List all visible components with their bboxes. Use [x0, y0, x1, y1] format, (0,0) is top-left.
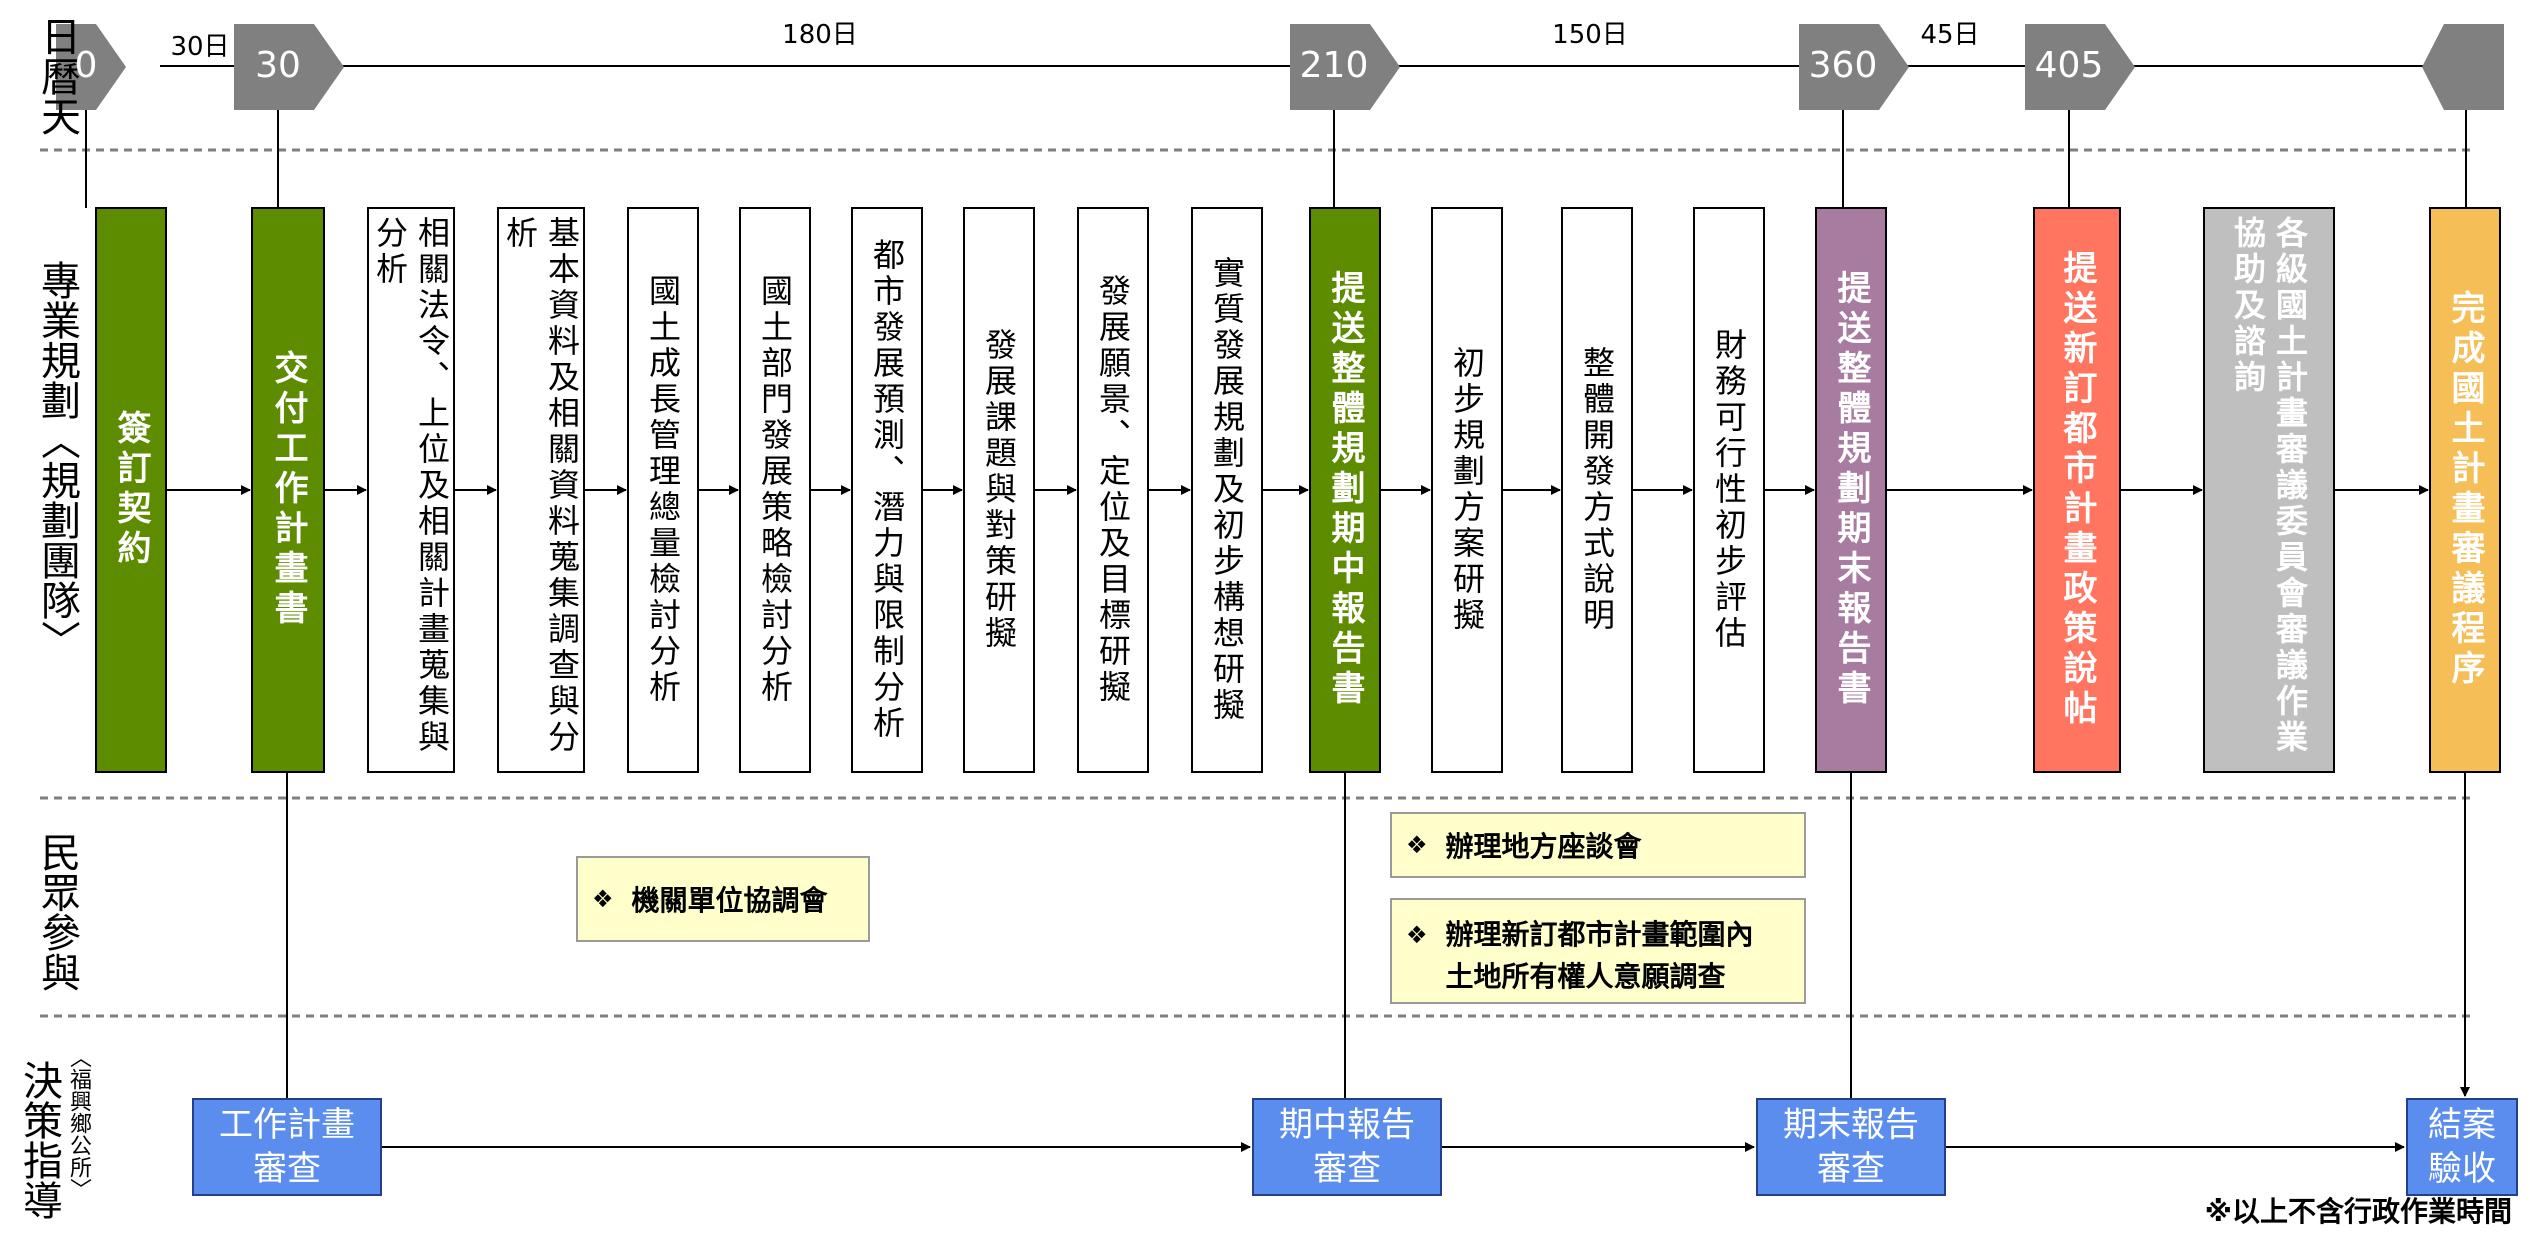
task-box — [497, 207, 585, 773]
span-180: 180日 — [782, 20, 858, 50]
task-box — [1191, 207, 1263, 773]
task-box — [2033, 207, 2121, 773]
task-label-text: 基本資料及相關資料蒐集調查與分析 — [501, 216, 581, 756]
task-label: 實質發展規劃及初步構想研擬 — [1192, 214, 1262, 766]
row-label-decision: 決策指導 — [16, 1060, 62, 1220]
task-label: 交付工作計畫書 — [252, 214, 324, 766]
task-label-text: 相關法令、上位及相關計畫蒐集與分析 — [371, 216, 451, 756]
diamond-bullet-icon: ❖ — [592, 885, 614, 913]
task-label: 國土部門發展策略檢討分析 — [740, 214, 810, 766]
task-box — [739, 207, 811, 773]
task-label: 完成國土計畫審議程序 — [2430, 214, 2500, 766]
task-label: 相關法令、上位及相關計畫蒐集與分析 — [368, 214, 454, 766]
decision-closing-line1: 結案 — [2428, 1105, 2496, 1145]
task-label-text: 財務可行性初步評估 — [1710, 328, 1748, 652]
task-label-text: 初步規劃方案研擬 — [1448, 346, 1486, 634]
row-label-public: 民眾參與 — [34, 832, 80, 992]
decision-workplan-line1: 工作計畫 — [219, 1105, 355, 1145]
diamond-bullet-icon: ❖ — [1406, 831, 1428, 859]
task-box — [627, 207, 699, 773]
milestone-tag — [1799, 24, 1909, 110]
span-150: 150日 — [1552, 20, 1628, 50]
task-box — [1561, 207, 1633, 773]
task-label-text: 完成國土計畫審議程序 — [2445, 290, 2485, 690]
note-local-forum-text: 辦理地方座談會 — [1445, 830, 1642, 863]
span-45: 45日 — [1920, 20, 1980, 50]
decision-workplan-line2: 審查 — [253, 1149, 321, 1189]
milestone-tag — [2025, 24, 2135, 110]
task-label: 整體開發方式說明 — [1562, 214, 1632, 766]
decision-final-line2: 審查 — [1817, 1149, 1885, 1189]
note-landowner-survey-line1: 辦理新訂都市計畫範圍內 — [1445, 918, 1754, 951]
task-label: 初步規劃方案研擬 — [1432, 214, 1502, 766]
task-box — [367, 207, 455, 773]
diamond-bullet-icon: ❖ — [1406, 921, 1428, 949]
task-label-text: 提送整體規劃期中報告書 — [1325, 270, 1365, 710]
task-label-text: 各級國土計畫審議委員會審議作業協助及諮詢 — [2229, 216, 2309, 756]
task-label-text: 整體開發方式說明 — [1578, 346, 1616, 634]
task-label-text: 發展課題與對策研擬 — [980, 328, 1018, 652]
milestone-tag — [56, 24, 126, 110]
decision-final-line1: 期末報告 — [1783, 1105, 1919, 1145]
note-agency-meeting-text: 機關單位協調會 — [631, 884, 828, 917]
task-box — [251, 207, 325, 773]
task-label-text: 實質發展規劃及初步構想研擬 — [1208, 256, 1246, 724]
task-label: 國土成長管理總量檢討分析 — [628, 214, 698, 766]
task-label: 各級國土計畫審議委員會審議作業協助及諮詢 — [2204, 214, 2334, 766]
task-label: 提送整體規劃期中報告書 — [1310, 214, 1380, 766]
task-box — [1077, 207, 1149, 773]
task-label: 提送整體規劃期末報告書 — [1816, 214, 1886, 766]
task-box — [95, 207, 167, 773]
task-label: 發展願景、定位及目標研擬 — [1078, 214, 1148, 766]
task-label-text: 國土部門發展策略檢討分析 — [756, 274, 794, 706]
note-landowner-survey: ❖ 辦理新訂都市計畫範圍內 土地所有權人意願調查 — [1390, 898, 1806, 1004]
task-label: 基本資料及相關資料蒐集調查與分析 — [498, 214, 584, 766]
task-label-text: 簽訂契約 — [111, 410, 151, 570]
span-30: 30日 — [170, 32, 230, 62]
task-label: 提送新訂都市計畫政策說帖 — [2034, 214, 2120, 766]
note-local-forum: ❖ 辦理地方座談會 — [1390, 812, 1806, 878]
task-box — [1815, 207, 1887, 773]
row-label-planning: 專業規劃︿規劃團隊﹀ — [34, 260, 80, 660]
day-405: 405 — [2034, 45, 2104, 86]
decision-workplan-review: 工作計畫審查 — [192, 1098, 382, 1196]
footnote: ※以上不含行政作業時間 — [2204, 1195, 2512, 1228]
task-label-text: 發展願景、定位及目標研擬 — [1094, 274, 1132, 706]
task-box — [1431, 207, 1503, 773]
task-label-text: 提送新訂都市計畫政策說帖 — [2057, 250, 2097, 730]
decision-final-review: 期末報告審查 — [1756, 1098, 1946, 1196]
day-210: 210 — [1299, 45, 1369, 86]
day-30: 30 — [255, 45, 301, 86]
note-agency-meeting: ❖ 機關單位協調會 — [576, 856, 870, 942]
day-360: 360 — [1808, 45, 1878, 86]
row-label-decision-sub: ︿福興鄉公所﹀ — [66, 1046, 91, 1200]
task-box — [1693, 207, 1765, 773]
milestone-tag — [2422, 24, 2504, 110]
task-label: 都市發展預測、潛力與限制分析 — [852, 214, 922, 766]
task-label: 財務可行性初步評估 — [1694, 214, 1764, 766]
task-label-text: 提送整體規劃期末報告書 — [1831, 270, 1871, 710]
task-box — [1309, 207, 1381, 773]
decision-midterm-line2: 審查 — [1313, 1149, 1381, 1189]
milestone-tag — [234, 24, 344, 110]
note-landowner-survey-line2: 土地所有權人意願調查 — [1445, 960, 1726, 993]
row-label-calendar: 日曆天 — [34, 16, 80, 136]
milestone-tag — [1290, 24, 1400, 110]
decision-closing-line2: 驗收 — [2428, 1149, 2496, 1189]
decision-closing-acceptance: 結案驗收 — [2406, 1098, 2518, 1196]
task-box — [2203, 207, 2335, 773]
day-0: 0 — [74, 45, 98, 86]
task-box — [851, 207, 923, 773]
task-box — [963, 207, 1035, 773]
task-label: 發展課題與對策研擬 — [964, 214, 1034, 766]
decision-midterm-review: 期中報告審查 — [1252, 1098, 1442, 1196]
task-label: 簽訂契約 — [96, 214, 166, 766]
task-label-text: 國土成長管理總量檢討分析 — [644, 274, 682, 706]
decision-midterm-line1: 期中報告 — [1279, 1105, 1415, 1145]
task-label-text: 交付工作計畫書 — [268, 350, 308, 630]
task-label-text: 都市發展預測、潛力與限制分析 — [868, 238, 906, 742]
